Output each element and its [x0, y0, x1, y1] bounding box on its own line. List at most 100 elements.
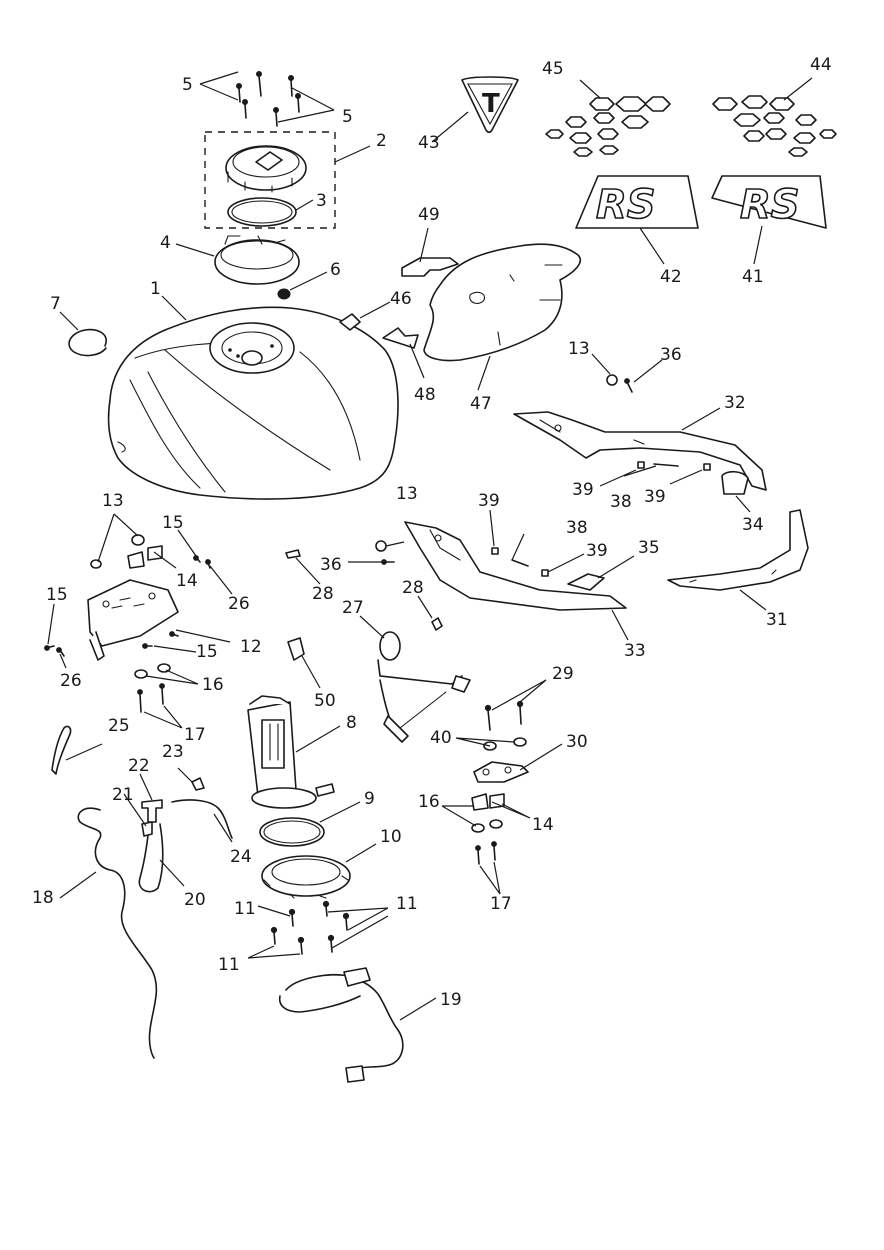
filler-cap [225, 145, 307, 193]
breather-hose [77, 807, 158, 1059]
callout-2: 2 [376, 131, 387, 151]
callout-11-b: 11 [396, 894, 418, 914]
callout-15-b: 15 [46, 585, 68, 605]
pump-bracket-right [471, 700, 529, 865]
callout-40: 40 [430, 728, 452, 748]
callout-30: 30 [566, 732, 588, 752]
callout-33: 33 [624, 641, 646, 661]
callout-24: 24 [230, 847, 252, 867]
callout-17-a: 17 [184, 725, 206, 745]
circlip [68, 328, 107, 357]
callout-35: 35 [638, 538, 660, 558]
callout-27: 27 [342, 598, 364, 618]
callout-19: 19 [440, 990, 462, 1010]
logo-letter: T [482, 89, 500, 119]
callout-29: 29 [552, 664, 574, 684]
callout-10: 10 [380, 827, 402, 847]
fuel-pump [247, 695, 335, 809]
callout-7: 7 [50, 294, 61, 314]
callout-23: 23 [162, 742, 184, 762]
rs-badge-right-text: RS [740, 182, 800, 228]
callout-34: 34 [742, 515, 764, 535]
callout-48: 48 [414, 385, 436, 405]
callout-11-a: 11 [234, 899, 256, 919]
rs-decal-left: RS [575, 175, 699, 229]
tank-protector-pad [423, 243, 582, 362]
drain-tube [51, 725, 72, 775]
callout-49: 49 [418, 205, 440, 225]
callout-32: 32 [724, 393, 746, 413]
tail-trim [667, 509, 809, 591]
electrical-connector [287, 637, 305, 661]
callout-39-a: 39 [572, 480, 594, 500]
callout-14-b: 14 [532, 815, 554, 835]
callout-12: 12 [240, 637, 262, 657]
tank-pad-small [339, 313, 361, 331]
tank-pad-clip [382, 327, 419, 349]
callout-5-right: 5 [342, 107, 353, 127]
callout-45: 45 [542, 59, 564, 79]
callout-36-b: 36 [320, 555, 342, 575]
callout-44: 44 [810, 55, 832, 75]
hexagon-decal-set-right [712, 95, 837, 157]
callout-43: 43 [418, 133, 440, 153]
callout-15-c: 15 [196, 642, 218, 662]
callout-26-b: 26 [60, 671, 82, 691]
callout-13-a: 13 [102, 491, 124, 511]
callout-41: 41 [742, 267, 764, 287]
pump-seal [259, 817, 325, 847]
callout-1: 1 [150, 279, 161, 299]
t-piece [141, 799, 163, 823]
callout-50: 50 [314, 691, 336, 711]
callout-4: 4 [160, 233, 171, 253]
callout-13-b: 13 [396, 484, 418, 504]
pump-wiring-harness [278, 967, 404, 1083]
callout-16-b: 16 [418, 792, 440, 812]
callout-46: 46 [390, 289, 412, 309]
side-panel-lower [404, 521, 627, 611]
callout-15-a: 15 [162, 513, 184, 533]
filler-cap-seal [227, 197, 297, 227]
leader-lines [47, 71, 813, 1021]
callout-6: 6 [330, 260, 341, 280]
filler-cap-group-box [204, 131, 336, 229]
callout-47: 47 [470, 394, 492, 414]
triumph-logo-decal: T [461, 76, 519, 134]
side-panel-upper [513, 411, 767, 491]
callout-13-c: 13 [568, 339, 590, 359]
callout-16-a: 16 [202, 675, 224, 695]
callout-3: 3 [316, 191, 327, 211]
callout-38-a: 38 [610, 492, 632, 512]
callout-25: 25 [108, 716, 130, 736]
rs-decal-right: RS [711, 175, 827, 229]
filler-mounting-ring [214, 235, 300, 285]
callout-11-c: 11 [218, 955, 240, 975]
hose-clip [141, 821, 153, 837]
callout-5-left: 5 [182, 75, 193, 95]
callout-39-c: 39 [478, 491, 500, 511]
callout-9: 9 [364, 789, 375, 809]
panel-clip [567, 573, 605, 591]
cap-screws [236, 71, 301, 127]
fuel-return-hose [138, 817, 164, 893]
panel-fixings [285, 374, 711, 631]
fuel-clip [191, 777, 205, 791]
callout-38-b: 38 [566, 518, 588, 538]
callout-20: 20 [184, 890, 206, 910]
callout-17-b: 17 [490, 894, 512, 914]
fuel-level-sender [377, 631, 471, 743]
pump-retaining-ring [261, 855, 351, 899]
callout-28-a: 28 [312, 584, 334, 604]
callout-36-a: 36 [660, 345, 682, 365]
callout-14-a: 14 [176, 571, 198, 591]
callout-labels: 1 2 3 4 5 5 6 7 8 9 10 11 11 11 12 13 13… [32, 55, 832, 1010]
callout-39-d: 39 [586, 541, 608, 561]
callout-39-b: 39 [644, 487, 666, 507]
tank-pad-strip [401, 257, 459, 277]
fuel-tank [107, 306, 399, 500]
hexagon-decal-set-left [545, 96, 671, 157]
callout-28-b: 28 [402, 578, 424, 598]
callout-18: 18 [32, 888, 54, 908]
pump-ring-screws [270, 900, 350, 955]
